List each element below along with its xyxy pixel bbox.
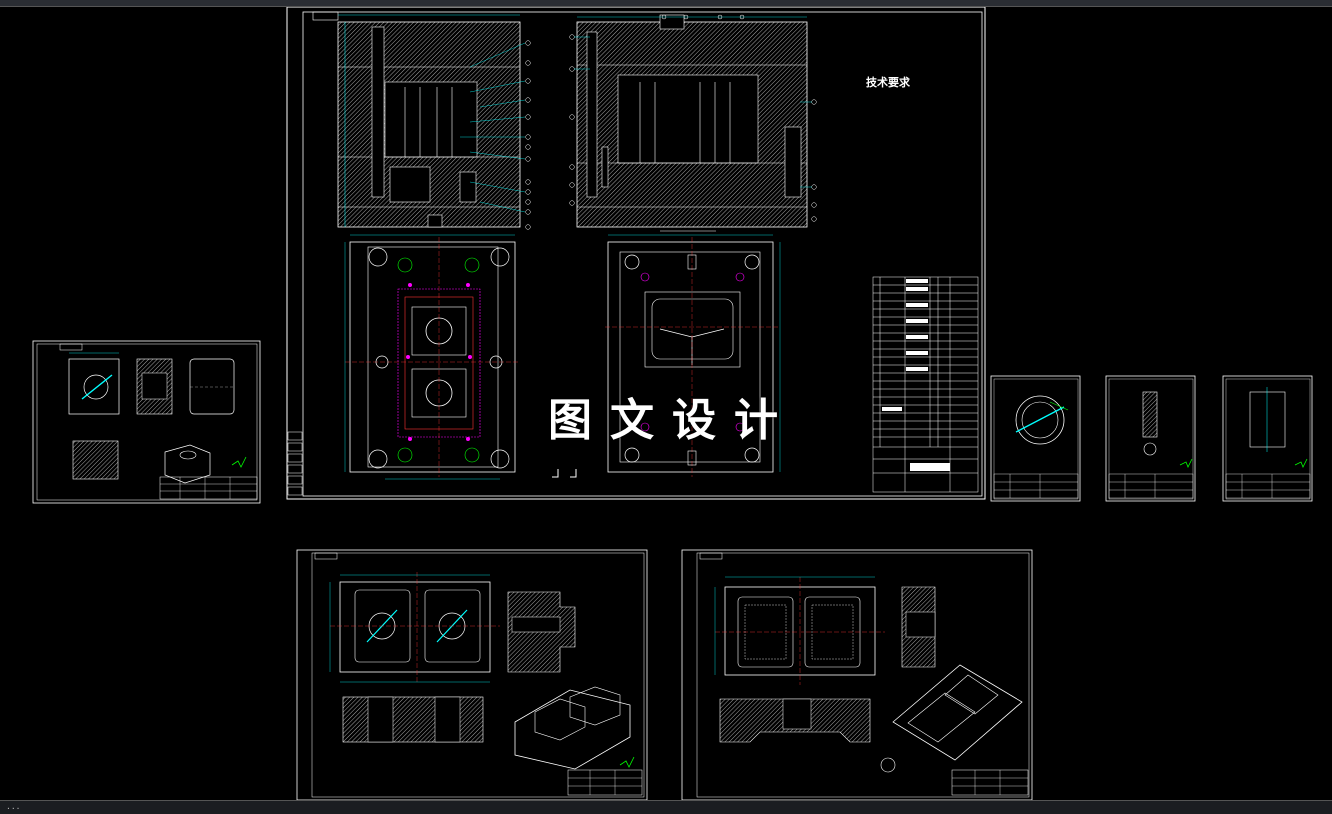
view-marker-symbols <box>552 469 577 478</box>
part-drawing-small-2[interactable] <box>1105 375 1196 502</box>
part-drawing-small-1[interactable] <box>990 375 1081 502</box>
status-text: ... <box>6 802 21 811</box>
bom-filled-cells <box>882 279 928 411</box>
part-drawing-core-plate[interactable] <box>681 549 1033 800</box>
bill-of-materials-table <box>872 276 979 493</box>
top-toolbar <box>0 0 1332 7</box>
part-drawing-left[interactable] <box>32 340 261 504</box>
cad-drawing-canvas[interactable] <box>0 7 1332 800</box>
plan-view-right <box>605 234 781 477</box>
front-section-view <box>337 14 531 230</box>
watermark-text: 图文设计 <box>548 395 796 446</box>
tech-requirements-title: 技术要求 <box>866 76 910 89</box>
plan-view-left <box>344 234 520 480</box>
side-section-view <box>569 14 817 232</box>
part-drawing-small-3[interactable] <box>1222 375 1313 502</box>
part-drawing-cavity-plate[interactable] <box>296 549 648 800</box>
status-bar: ... <box>0 800 1332 814</box>
main-assembly-sheet[interactable] <box>286 7 986 500</box>
